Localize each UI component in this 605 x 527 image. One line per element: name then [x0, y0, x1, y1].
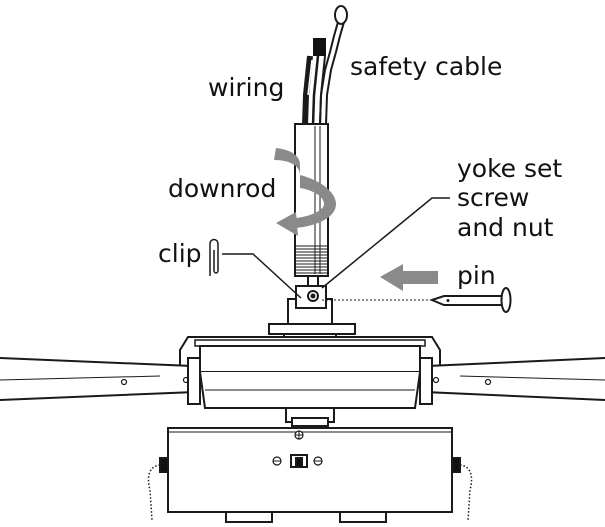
- motor-housing: [179, 336, 441, 427]
- clip-icon: [209, 238, 219, 276]
- pin-icon: [429, 287, 512, 313]
- label-safety-cable: safety cable: [350, 52, 502, 81]
- wiring-bundle: [302, 38, 326, 126]
- yoke-leader-line: [321, 197, 450, 289]
- downrod-threads: [296, 245, 327, 274]
- label-yoke-line-1: yoke set: [457, 154, 562, 183]
- rotation-arrow-icon: [274, 148, 336, 236]
- label-yoke-line-3: and nut: [457, 213, 554, 242]
- light-kit: [159, 427, 461, 523]
- left-fan-blade: [0, 357, 201, 405]
- downrod: [294, 123, 329, 292]
- pull-chains: [147, 464, 473, 521]
- label-yoke-line-2: screw: [457, 183, 529, 212]
- label-wiring: wiring: [208, 73, 284, 102]
- label-pin: pin: [457, 261, 496, 290]
- clip-leader-line: [222, 253, 302, 299]
- insert-direction-arrow-icon: [380, 264, 438, 291]
- yoke-mount: [268, 285, 356, 345]
- label-downrod: downrod: [168, 174, 276, 203]
- label-clip: clip: [158, 239, 202, 268]
- right-fan-blade: [419, 357, 605, 405]
